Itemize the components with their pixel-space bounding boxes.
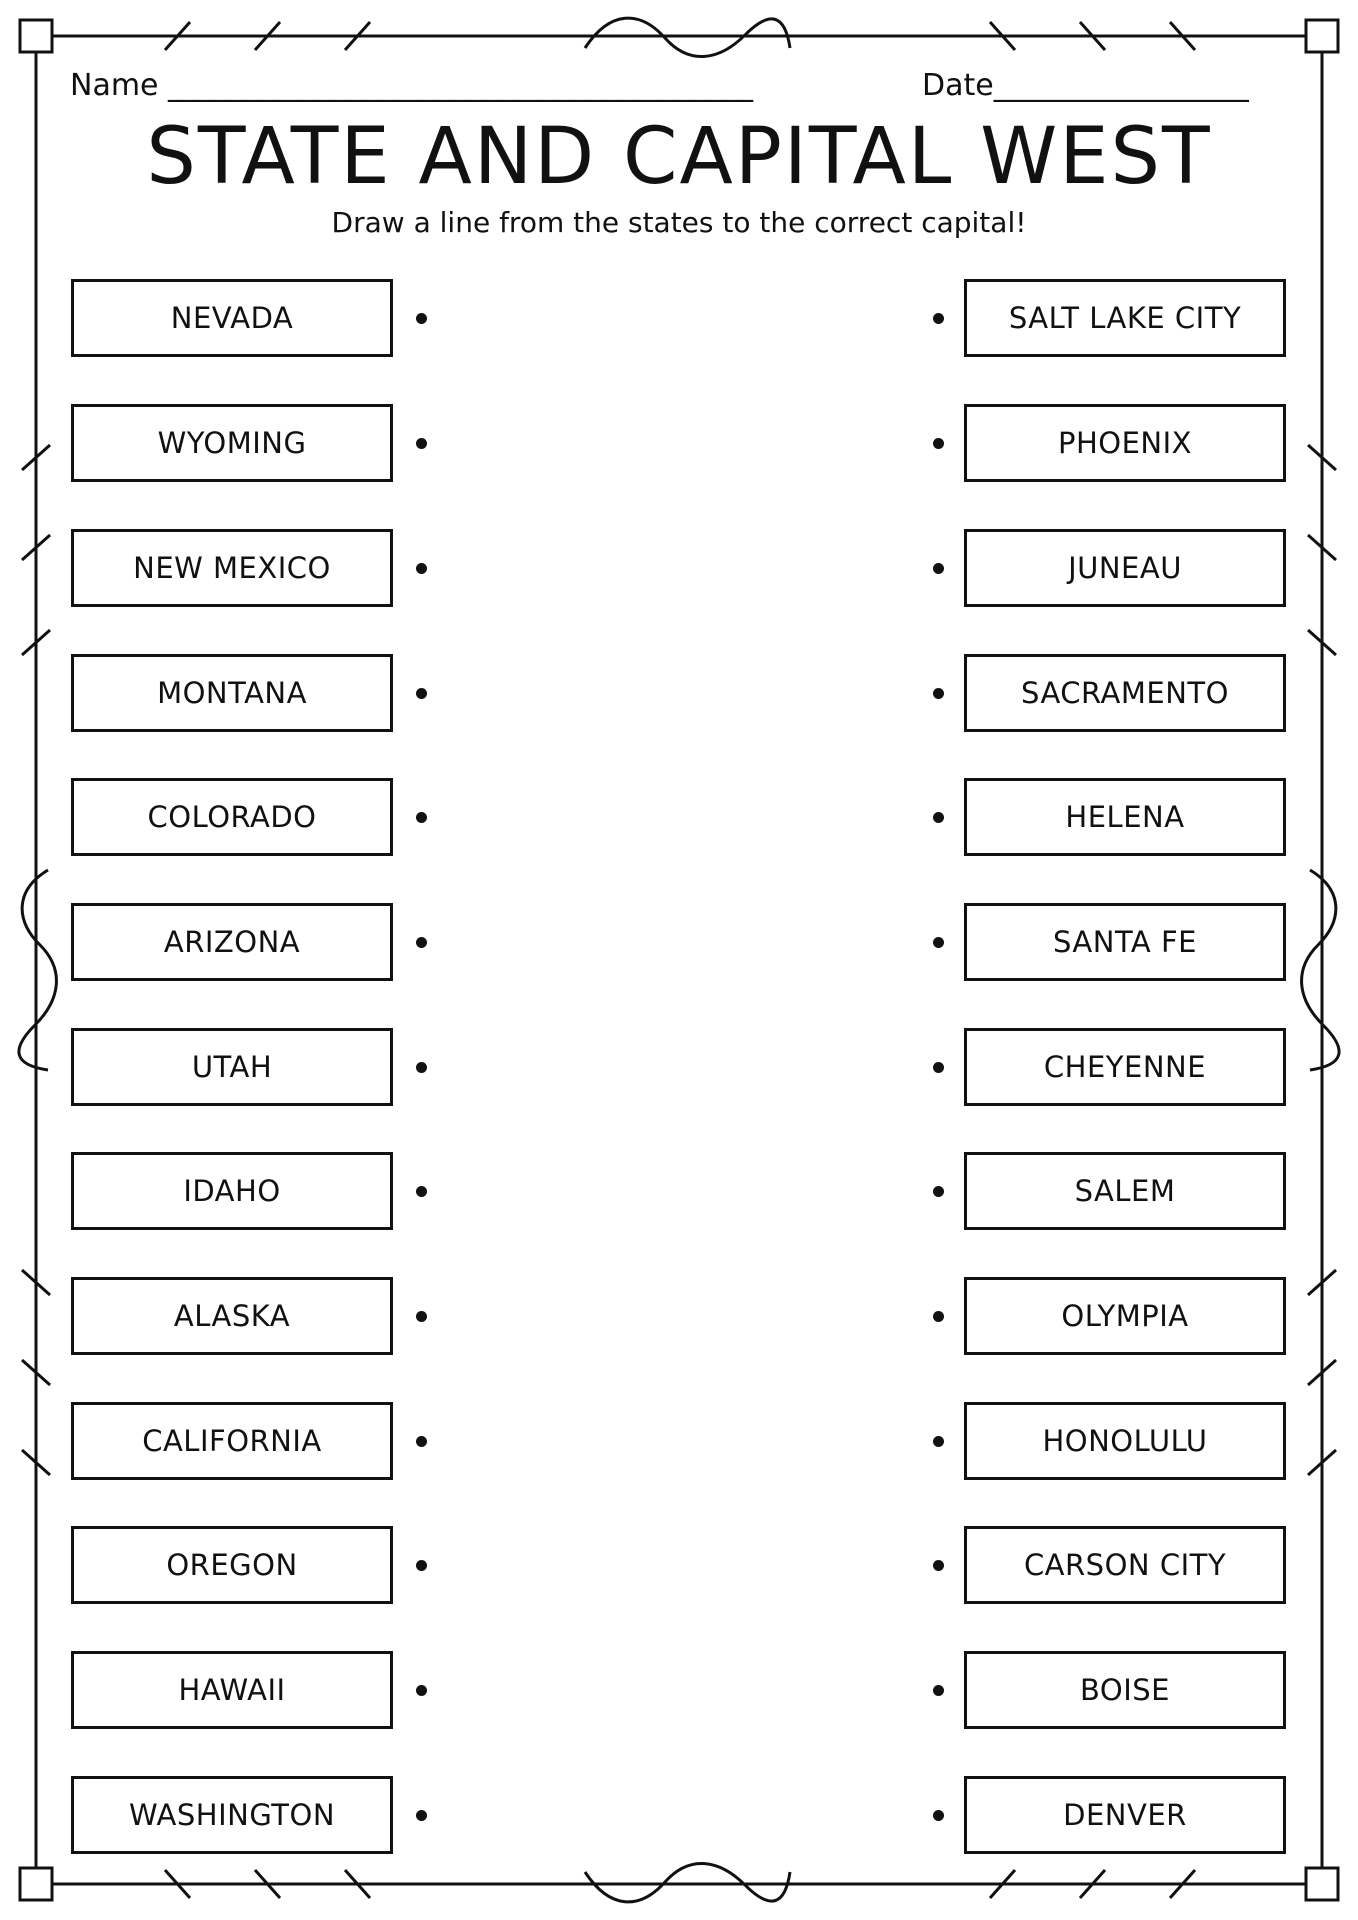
state-box: NEW MEXICO xyxy=(71,529,393,607)
corner-square-bottom-left xyxy=(18,1866,54,1902)
state-dot[interactable] xyxy=(416,937,427,948)
capital-dot[interactable] xyxy=(933,937,944,948)
state-box: NEVADA xyxy=(71,279,393,357)
capital-dot[interactable] xyxy=(933,438,944,449)
capital-dot[interactable] xyxy=(933,1436,944,1447)
capital-box: BOISE xyxy=(964,1651,1286,1729)
state-box: OREGON xyxy=(71,1526,393,1604)
bottom-tick-marks xyxy=(163,1869,1197,1899)
capital-dot[interactable] xyxy=(933,688,944,699)
state-box: IDAHO xyxy=(71,1152,393,1230)
capital-box: DENVER xyxy=(964,1776,1286,1854)
date-field[interactable]: Date_________________ xyxy=(922,68,1249,103)
state-box: WYOMING xyxy=(71,404,393,482)
name-field[interactable]: Name ___________________________________… xyxy=(70,68,754,103)
capital-box: SANTA FE xyxy=(964,903,1286,981)
capital-dot[interactable] xyxy=(933,563,944,574)
capital-dot[interactable] xyxy=(933,812,944,823)
state-dot[interactable] xyxy=(416,1436,427,1447)
capital-dot[interactable] xyxy=(933,1311,944,1322)
capital-dot[interactable] xyxy=(933,1186,944,1197)
capital-box: CHEYENNE xyxy=(964,1028,1286,1106)
bottom-wave-ornament xyxy=(583,1861,792,1904)
state-dot[interactable] xyxy=(416,1685,427,1696)
state-dot[interactable] xyxy=(416,563,427,574)
capital-box: JUNEAU xyxy=(964,529,1286,607)
state-dot[interactable] xyxy=(416,1560,427,1571)
capital-dot[interactable] xyxy=(933,1810,944,1821)
corner-square-bottom-right xyxy=(1304,1866,1340,1902)
state-dot[interactable] xyxy=(416,812,427,823)
state-dot[interactable] xyxy=(416,688,427,699)
left-tick-marks xyxy=(21,443,51,1477)
capital-dot[interactable] xyxy=(933,1560,944,1571)
state-dot[interactable] xyxy=(416,313,427,324)
page-title: STATE AND CAPITAL WEST xyxy=(146,112,1212,202)
state-box: UTAH xyxy=(71,1028,393,1106)
top-tick-marks xyxy=(163,21,1197,51)
state-box: COLORADO xyxy=(71,778,393,856)
capital-box: CARSON CITY xyxy=(964,1526,1286,1604)
top-wave-ornament xyxy=(583,16,792,59)
capital-box: PHOENIX xyxy=(964,404,1286,482)
state-box: WASHINGTON xyxy=(71,1776,393,1854)
capital-box: HELENA xyxy=(964,778,1286,856)
corner-square-top-left xyxy=(18,18,54,54)
state-dot[interactable] xyxy=(416,1062,427,1073)
left-wave-ornament xyxy=(17,868,58,1072)
capital-dot[interactable] xyxy=(933,1685,944,1696)
capital-box: SALT LAKE CITY xyxy=(964,279,1286,357)
capital-box: SALEM xyxy=(964,1152,1286,1230)
capital-box: HONOLULU xyxy=(964,1402,1286,1480)
capital-dot[interactable] xyxy=(933,1062,944,1073)
instruction-text: Draw a line from the states to the corre… xyxy=(331,206,1027,239)
state-box: HAWAII xyxy=(71,1651,393,1729)
state-box: CALIFORNIA xyxy=(71,1402,393,1480)
state-dot[interactable] xyxy=(416,1311,427,1322)
right-tick-marks xyxy=(1307,443,1337,1477)
state-dot[interactable] xyxy=(416,1186,427,1197)
border-frame xyxy=(34,34,1324,1886)
state-dot[interactable] xyxy=(416,438,427,449)
capital-box: OLYMPIA xyxy=(964,1277,1286,1355)
right-wave-ornament xyxy=(1300,868,1341,1072)
state-box: ARIZONA xyxy=(71,903,393,981)
state-box: MONTANA xyxy=(71,654,393,732)
state-dot[interactable] xyxy=(416,1810,427,1821)
capital-dot[interactable] xyxy=(933,313,944,324)
state-box: ALASKA xyxy=(71,1277,393,1355)
capital-box: SACRAMENTO xyxy=(964,654,1286,732)
corner-square-top-right xyxy=(1304,18,1340,54)
